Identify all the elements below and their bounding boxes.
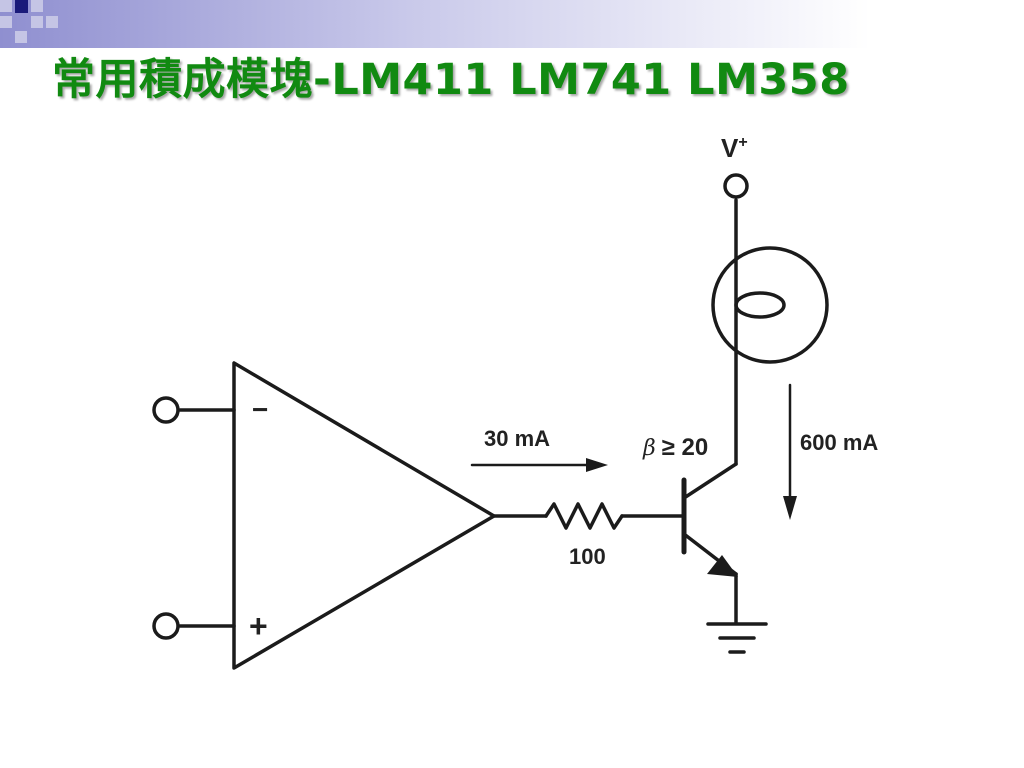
resistor-value-label: 100 [569, 544, 606, 569]
emitter-arrowhead [707, 555, 738, 577]
load-current-label: 600 mA [800, 430, 878, 455]
title-bar-gradient [0, 0, 1024, 48]
op-amp-triangle [232, 361, 496, 670]
beta-symbol: β [642, 436, 656, 461]
noninverting-input-sign: + [249, 608, 268, 644]
corner-decoration [0, 0, 58, 43]
inverting-input-sign: − [252, 394, 268, 425]
supply-label: V+ [721, 133, 748, 163]
load-current-arrowhead [783, 496, 797, 520]
noninverting-input-terminal [152, 612, 180, 640]
transistor-collector [682, 462, 738, 500]
beta-condition: ≥ 20 [662, 434, 709, 461]
beta-label: β≥ 20 [642, 434, 708, 461]
base-current-label: 30 mA [484, 426, 550, 451]
supply-terminal [723, 173, 749, 199]
resistor-zigzag [544, 502, 624, 530]
base-current-arrowhead [586, 458, 608, 472]
lamp-filament [734, 291, 786, 319]
lamp-bulb [711, 246, 829, 364]
header-square-dark [15, 0, 28, 13]
inverting-input-terminal [152, 396, 180, 424]
slide-title: 常用積成模塊-LM411 LM741 LM358 [52, 55, 850, 105]
